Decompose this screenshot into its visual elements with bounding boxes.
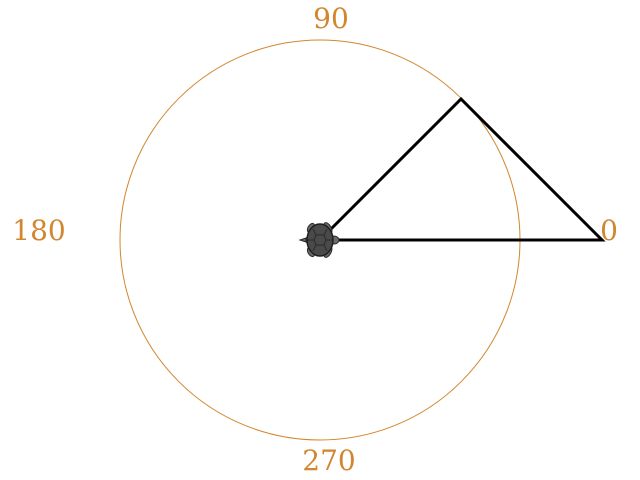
- turtle-shell: [306, 223, 334, 257]
- turtle-icon[interactable]: [298, 221, 340, 258]
- angle-label-0: 0: [600, 214, 618, 247]
- angle-label-90: 90: [313, 2, 349, 35]
- turtle-tail: [298, 237, 307, 243]
- angle-label-180: 180: [12, 214, 65, 247]
- turtle-path: [318, 96, 606, 242]
- angle-label-270: 270: [302, 444, 355, 477]
- turtle-shell-pattern: [308, 228, 332, 252]
